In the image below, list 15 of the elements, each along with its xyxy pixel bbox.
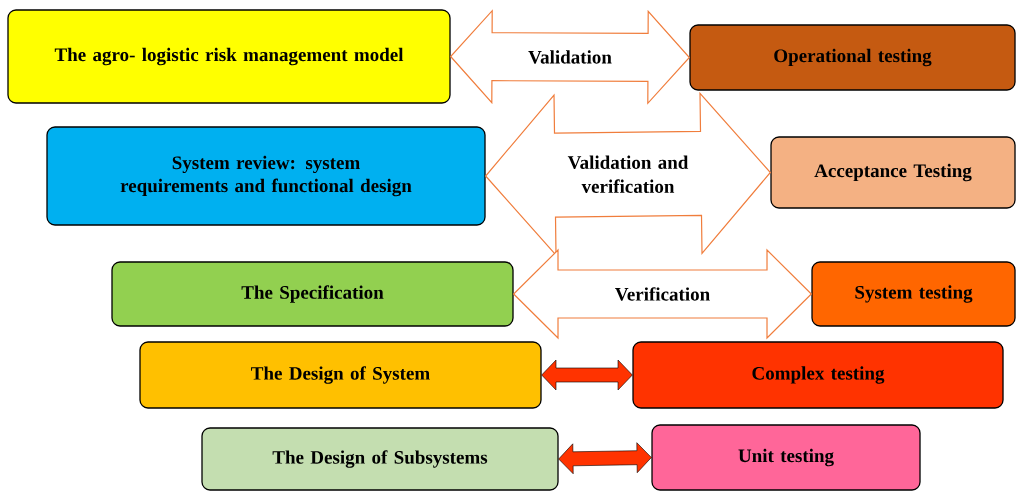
double-arrow [558,442,652,475]
process-box: Unit testing [651,424,921,491]
process-box: The agro- logistic risk management model [7,9,451,104]
edge-label: Validation [528,50,612,64]
process-box: System testing [811,261,1016,327]
process-box: Operational testing [689,24,1016,91]
process-box: The Specification [111,261,514,327]
process-box: The Design of System [139,341,542,409]
process-box: The Design of Subsystems [201,427,559,491]
edge-label: Validation and verification [567,155,689,193]
process-box: Complex testing [632,341,1004,409]
process-box: Acceptance Testing [770,136,1016,209]
process-box: System review: system requirements and functional design [46,126,486,226]
edge-label: Verification [615,287,710,301]
double-arrow [541,359,633,391]
